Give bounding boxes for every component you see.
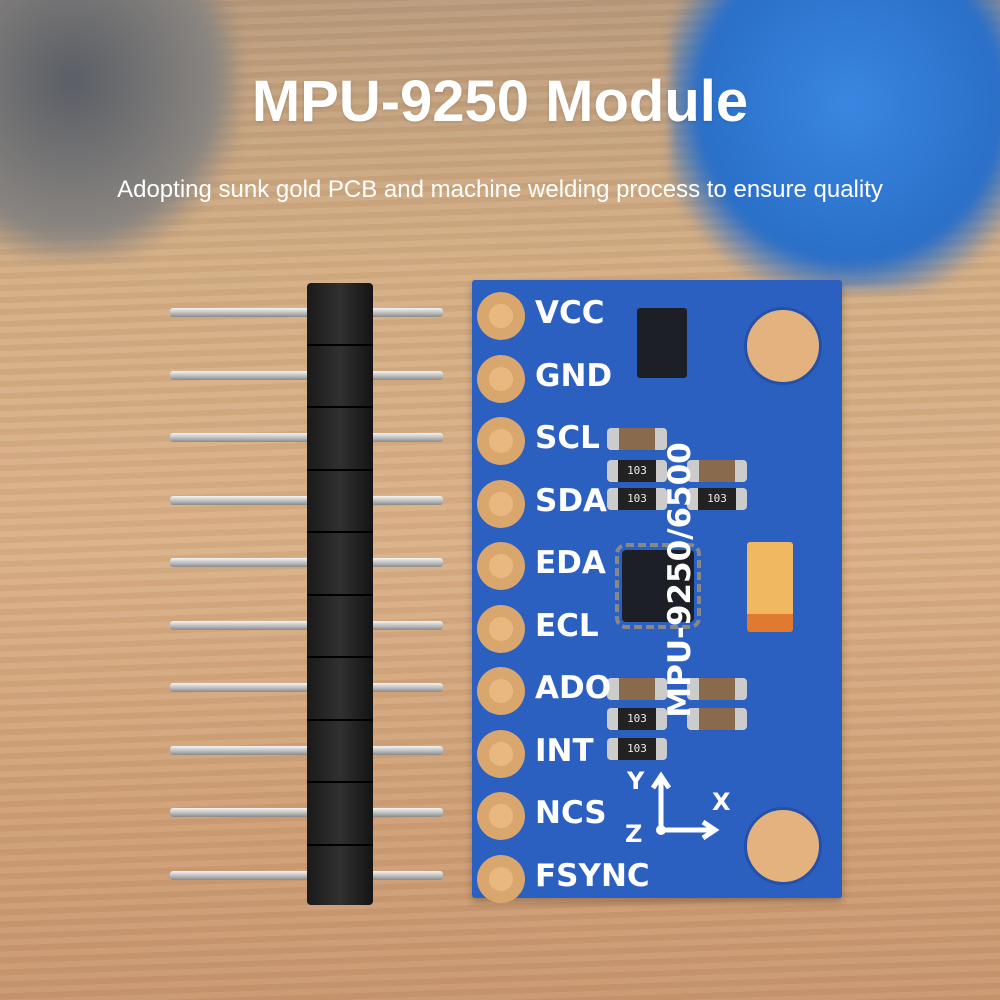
- header-segment-divider: [307, 843, 373, 846]
- pin-pad-int: [477, 729, 525, 778]
- pin-pad-gnd: [477, 354, 525, 403]
- pin-pad-sda: [477, 479, 525, 528]
- pin-pad-ncs: [477, 792, 525, 840]
- pin-pad-scl: [477, 417, 525, 465]
- pin-label: ECL: [535, 607, 599, 644]
- header-segment-divider: [307, 656, 373, 658]
- pin-pad-eda: [477, 542, 525, 590]
- pin-label: GND: [535, 357, 613, 394]
- header-segment-divider: [307, 468, 373, 471]
- pin-label: SCL: [535, 420, 600, 456]
- resistor: 103: [607, 708, 667, 730]
- mpu-9250-board: 103 103 103 103 103 Y X Z VCC GND SCL SDA ED…: [472, 280, 842, 903]
- pin-label: FSYNC: [535, 857, 650, 894]
- capacitor: [607, 428, 667, 450]
- pin-label: NCS: [535, 795, 607, 831]
- header-pin: [170, 370, 443, 380]
- axis-x-label: X: [712, 788, 731, 816]
- resistor: 103: [607, 738, 667, 760]
- capacitor: [687, 678, 747, 700]
- pin-pad-fsync: [477, 854, 525, 903]
- pin-pad-ecl: [477, 604, 525, 653]
- header-pin: [170, 495, 443, 505]
- pin-label: VCC: [535, 295, 605, 331]
- header-segment-divider: [307, 343, 373, 346]
- header-pin: [170, 308, 443, 317]
- capacitor: [687, 708, 747, 730]
- pin-header-plastic: [307, 283, 373, 905]
- axis-y-label: Y: [627, 767, 645, 795]
- header-segment-divider: [307, 718, 373, 721]
- header-segment-divider: [307, 781, 373, 783]
- resistor: 103: [607, 460, 667, 482]
- pin-label: EDA: [535, 545, 606, 581]
- pin-label: SDA: [535, 482, 608, 519]
- blurred-object-left: [0, 0, 240, 260]
- capacitor: [607, 678, 667, 700]
- header-segment-divider: [307, 593, 373, 596]
- header-pin: [170, 620, 443, 630]
- axis-arrows-icon: [650, 771, 720, 840]
- resistor: 103: [607, 488, 667, 510]
- tantalum-capacitor: [747, 542, 793, 632]
- mpu-sensor-chip: [615, 543, 701, 629]
- page-title: MPU-9250 Module: [251, 69, 749, 134]
- pin-label: ADO: [535, 670, 612, 706]
- pin-pad-vcc: [477, 292, 525, 340]
- header-pin: [170, 558, 443, 567]
- header-pin: [170, 870, 443, 880]
- page-subtitle: Adopting sunk gold PCB and machine weldi…: [117, 176, 883, 203]
- axis-z-label: Z: [625, 820, 643, 848]
- header-segment-divider: [307, 531, 373, 533]
- header-segment-divider: [307, 406, 373, 408]
- header-pin: [170, 745, 443, 755]
- mounting-hole-top: [744, 307, 822, 385]
- mounting-hole-bottom: [744, 807, 822, 885]
- resistor: 103: [687, 488, 747, 510]
- pin-label: INT: [535, 732, 594, 769]
- regulator-chip: [637, 308, 687, 378]
- pin-pad-ado: [477, 667, 525, 715]
- header-pin: [170, 683, 443, 692]
- blurred-blue-object-right: [670, 0, 1000, 290]
- board-model-text: MPU-9250/6500: [662, 442, 698, 718]
- header-pin: [170, 433, 443, 442]
- header-pin: [170, 808, 443, 817]
- capacitor: [687, 460, 747, 482]
